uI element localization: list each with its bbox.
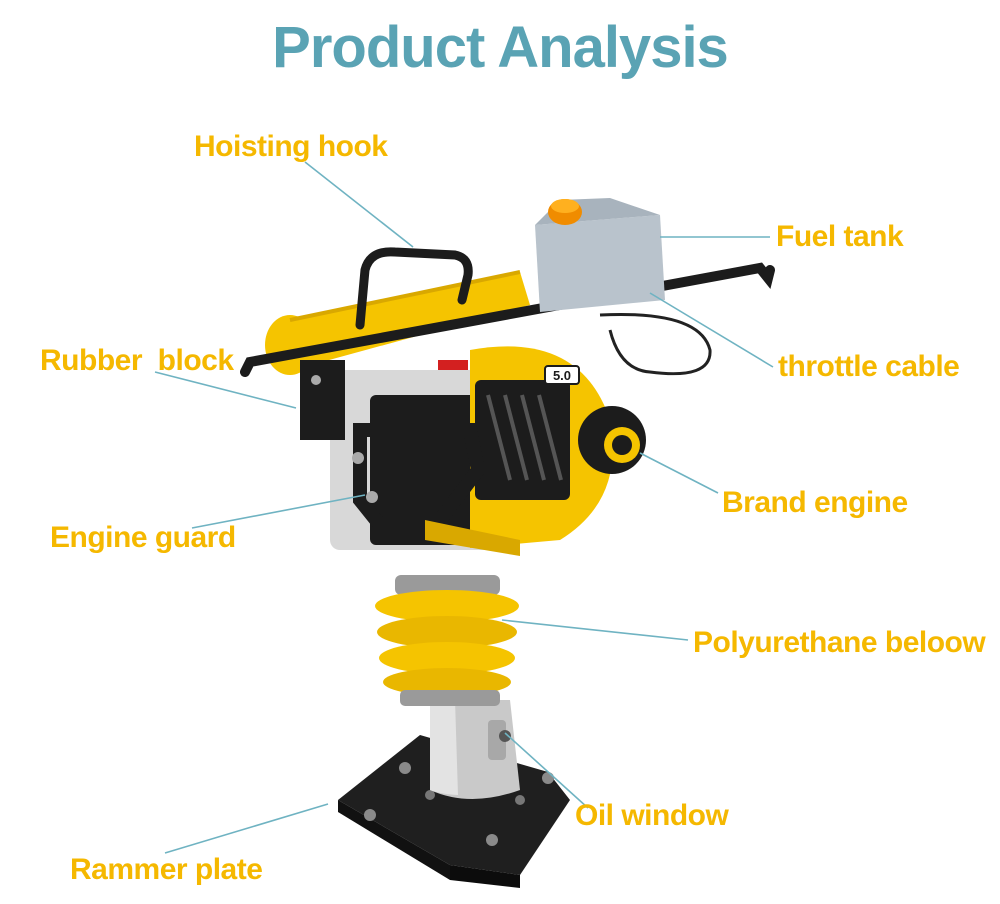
label-oil-window: Oil window <box>575 799 729 832</box>
fuel-tank <box>535 198 665 312</box>
label-brand-engine: Brand engine <box>722 486 908 519</box>
label-rammer-plate: Rammer plate <box>70 853 263 886</box>
label-rubber-block: Rubber block <box>40 344 234 377</box>
handle-bar <box>240 262 775 377</box>
page-title: Product Analysis <box>272 15 729 80</box>
label-hoisting-hook: Hoisting hook <box>194 130 388 163</box>
engine-badge: 5.0 <box>553 368 571 383</box>
engine-guard <box>352 423 520 556</box>
polyurethane-bellow <box>375 575 519 706</box>
label-polyurethane-bellow: Polyurethane beloow <box>693 626 986 659</box>
hoisting-hook <box>355 247 473 330</box>
label-throttle-cable: throttle cable <box>778 350 960 383</box>
leader-lines <box>154 161 774 854</box>
label-fuel-tank: Fuel tank <box>776 220 904 253</box>
label-engine-guard: Engine guard <box>50 521 236 554</box>
throttle-cable <box>599 312 712 376</box>
lower-cylinder <box>430 700 520 799</box>
